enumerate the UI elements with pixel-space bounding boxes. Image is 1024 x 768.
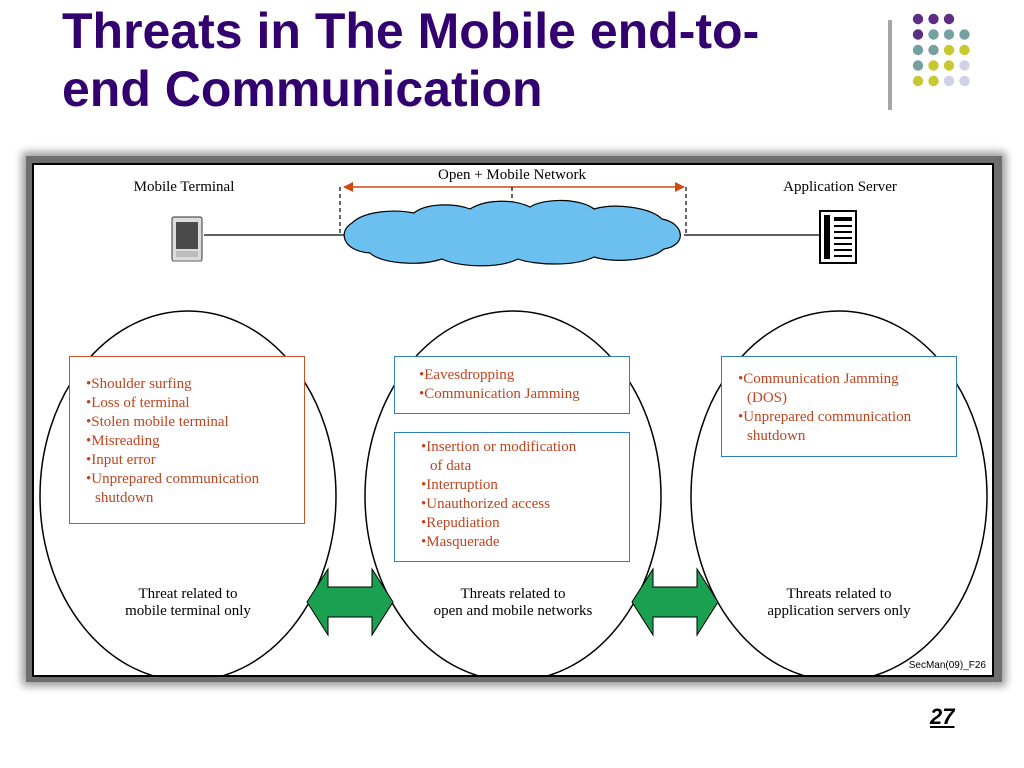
terminal-threats-list: •Shoulder surfing •Loss of terminal •Stole… — [86, 375, 304, 508]
server-threats-box: •Communication Jamming (DOS) •Unprepared c… — [721, 356, 957, 457]
threat-item: •Input error — [86, 451, 304, 470]
network-caption-line-2: open and mobile networks — [433, 603, 593, 619]
threat-item: •Shoulder surfing — [86, 375, 304, 394]
decorative-dot — [928, 75, 939, 87]
terminal-threat-zone — [39, 310, 337, 675]
threat-item-text: •Misreading — [86, 433, 160, 449]
threat-item: •Misreading — [86, 432, 304, 451]
network-threats-list-b: •Insertion or modification of data •Interr… — [421, 438, 629, 552]
decorative-dot — [928, 60, 939, 71]
threat-item: •Eavesdropping — [419, 366, 629, 385]
threat-item: •Interruption — [421, 476, 629, 495]
threat-item-text: •Stolen mobile terminal — [86, 414, 229, 430]
server-threats-list: •Communication Jamming (DOS) •Unprepared c… — [738, 370, 956, 446]
decorative-dot — [959, 75, 970, 87]
threat-item-text: •Input error — [86, 452, 156, 468]
threat-item-text: •Insertion or modification — [421, 439, 577, 455]
slide-title-line-2: end Communication — [62, 61, 543, 117]
threat-item: •Stolen mobile terminal — [86, 413, 304, 432]
threat-item-text: •Unprepared communication — [738, 409, 912, 425]
network-cloud — [343, 199, 681, 267]
threat-item: •Unauthorized access — [421, 495, 629, 514]
network-caption: Threats related to open and mobile netwo… — [403, 586, 623, 620]
threat-item: •Unprepared communication shutdown — [86, 470, 304, 508]
network-threat-zone — [364, 310, 662, 675]
decorative-dot — [928, 29, 939, 40]
server-caption: Threats related to application servers o… — [739, 586, 939, 620]
threat-item-text: •Communication Jamming — [419, 386, 580, 402]
application-server-icon — [819, 210, 857, 264]
threat-item-continuation: (DOS) — [747, 390, 787, 406]
decorative-dot — [943, 44, 955, 56]
threat-item: •Communication Jamming (DOS) — [738, 370, 956, 408]
decorative-dot — [943, 60, 955, 71]
threat-item: •Loss of terminal — [86, 394, 304, 413]
decorative-dot — [959, 44, 970, 56]
slide-title: Threats in The Mobile end-to- end Commun… — [62, 2, 862, 118]
figure-code: SecMan(09)_F26 — [908, 660, 986, 671]
decorative-dot — [912, 75, 924, 87]
threat-item-text: •Eavesdropping — [419, 367, 515, 383]
terminal-caption-line-2: mobile terminal only — [125, 603, 251, 619]
threat-item: •Communication Jamming — [419, 385, 629, 404]
decorative-dot — [928, 13, 939, 25]
mobile-terminal-icon — [171, 216, 203, 262]
network-threats-list-a: •Eavesdropping •Communication Jamming — [419, 366, 629, 404]
threat-item-text: •Repudiation — [421, 515, 500, 531]
threat-item-continuation: of data — [430, 458, 472, 474]
network-label: Open + Mobile Network — [437, 167, 586, 183]
decorative-dot — [912, 13, 924, 25]
double-arrow-network-server — [631, 567, 719, 637]
network-caption-line-1: Threats related to — [460, 586, 566, 602]
terminal-caption: Threat related to mobile terminal only — [88, 586, 288, 620]
decorative-dot — [912, 44, 924, 56]
page-number: 27 — [930, 704, 955, 729]
threat-item-text: •Unauthorized access — [421, 496, 550, 512]
threat-item-text: •Unprepared communication — [86, 471, 260, 487]
threat-item-text: •Interruption — [421, 477, 498, 493]
server-caption-line-2: application servers only — [767, 603, 911, 619]
diagram-canvas — [39, 182, 988, 675]
application-server-label: Application Server — [783, 179, 897, 195]
threat-item-text: •Shoulder surfing — [86, 376, 192, 392]
threat-item: •Repudiation — [421, 514, 629, 533]
terminal-threats-box: •Shoulder surfing •Loss of terminal •Stole… — [69, 356, 305, 524]
terminal-caption-line-1: Threat related to — [138, 586, 238, 602]
decorative-dot — [943, 75, 955, 87]
slide-title-line-1: Threats in The Mobile end-to- — [62, 3, 760, 59]
mobile-terminal-label: Mobile Terminal — [133, 179, 235, 195]
server-threat-zone — [690, 310, 988, 675]
threat-item: •Insertion or modification of data — [421, 438, 629, 476]
threat-item-continuation: shutdown — [95, 490, 154, 506]
decorative-dot — [959, 29, 970, 40]
threat-item-text: •Communication Jamming — [738, 371, 899, 387]
decorative-dot — [943, 13, 955, 25]
threat-item-text: •Masquerade — [421, 534, 500, 550]
network-threats-box-b: •Insertion or modification of data •Interr… — [394, 432, 630, 562]
double-arrow-terminal-network — [306, 567, 394, 637]
threat-item: •Masquerade — [421, 533, 629, 552]
threat-item-text: •Loss of terminal — [86, 395, 190, 411]
decorative-vertical-bar — [888, 20, 892, 110]
threat-item: •Unprepared communication shutdown — [738, 408, 956, 446]
decorative-dot — [959, 60, 970, 71]
diagram-frame: Open + Mobile Network Mobile Terminal Ap… — [32, 163, 994, 677]
decorative-dot-grid — [912, 13, 970, 87]
decorative-dot — [928, 44, 939, 56]
decorative-dot — [943, 29, 955, 40]
network-threats-box-a: •Eavesdropping •Communication Jamming — [394, 356, 630, 414]
server-caption-line-1: Threats related to — [786, 586, 892, 602]
threat-item-continuation: shutdown — [747, 428, 806, 444]
decorative-dot — [912, 29, 924, 40]
decorative-dot — [912, 60, 924, 71]
